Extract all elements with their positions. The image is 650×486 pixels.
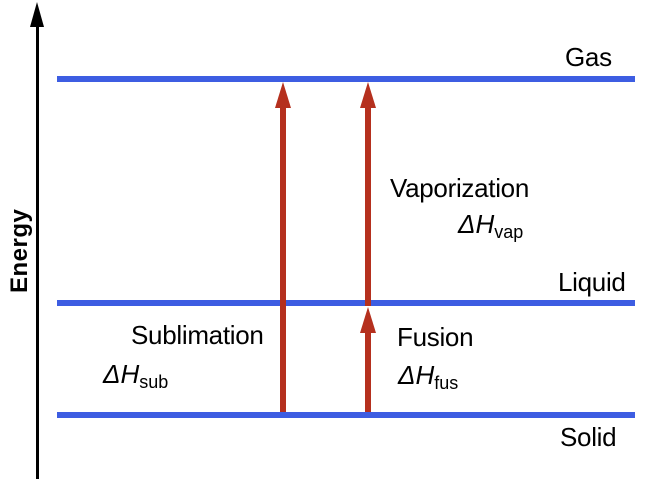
- vaporization-arrow: [360, 82, 376, 306]
- fusion-enthalpy-label: ΔHfus: [398, 360, 458, 392]
- delta-h-subscript: fus: [434, 373, 459, 393]
- fusion-arrow-shaft: [365, 330, 371, 412]
- sublimation-enthalpy-label: ΔHsub: [103, 359, 168, 391]
- fusion-arrowhead-icon: [360, 307, 376, 333]
- vaporization-label: Vaporization: [390, 173, 530, 203]
- fusion-label: Fusion: [397, 322, 474, 352]
- liquid-level-line: [57, 300, 635, 306]
- energy-axis-line: [36, 22, 39, 479]
- solid-level-label: Solid: [560, 422, 617, 452]
- delta-h-subscript: vap: [494, 222, 524, 242]
- sublimation-arrow: [275, 82, 291, 412]
- delta-h-symbol: ΔH: [398, 360, 435, 390]
- delta-h-symbol: ΔH: [458, 209, 495, 239]
- vaporization-enthalpy-label: ΔHvap: [458, 209, 523, 241]
- solid-level-line: [57, 412, 635, 418]
- sublimation-label: Sublimation: [131, 320, 264, 350]
- fusion-arrow: [360, 307, 376, 412]
- gas-level-line: [57, 76, 635, 82]
- delta-h-subscript: sub: [139, 372, 169, 392]
- sublimation-arrowhead-icon: [275, 82, 291, 108]
- energy-axis-arrowhead-icon: [30, 2, 44, 27]
- delta-h-symbol: ΔH: [103, 359, 140, 389]
- vaporization-arrow-shaft: [365, 105, 371, 306]
- gas-level-label: Gas: [565, 42, 612, 72]
- liquid-level-label: Liquid: [558, 267, 626, 297]
- vaporization-arrowhead-icon: [360, 82, 376, 108]
- sublimation-arrow-shaft: [280, 105, 286, 412]
- energy-axis-label: Energy: [6, 208, 33, 293]
